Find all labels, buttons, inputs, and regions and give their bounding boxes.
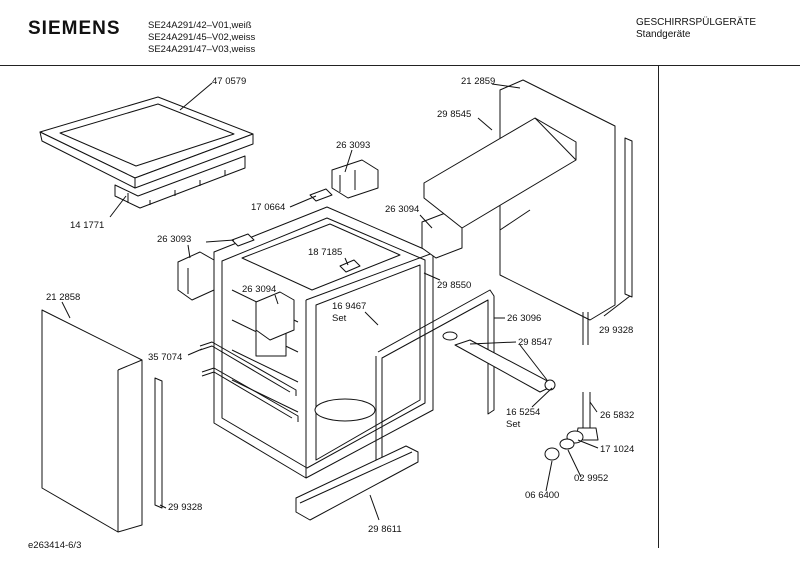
leader-line — [545, 460, 553, 492]
part-label: 02 9952 — [574, 473, 608, 484]
bracket-part — [177, 159, 379, 301]
model-line: SE24A291/42–V01,weiß — [148, 20, 252, 31]
category-title: GESCHIRRSPÜLGERÄTE — [636, 17, 757, 28]
part-label: 26 5832 — [600, 410, 634, 421]
drain-hose — [575, 312, 599, 441]
trim-strip — [624, 137, 633, 298]
part-label: 16 5254 — [506, 407, 540, 418]
worktop-part — [39, 96, 254, 209]
cap-part — [544, 447, 560, 461]
leader-line — [477, 117, 493, 131]
leader-line — [274, 294, 279, 305]
leader-line — [491, 83, 521, 89]
part-label: 26 3093 — [157, 234, 191, 245]
category-block: GESCHIRRSPÜLGERÄTE Standgeräte — [636, 17, 756, 41]
part-label: 26 3096 — [507, 313, 541, 324]
leader-line — [519, 344, 548, 381]
part-label: 29 8547 — [518, 337, 552, 348]
part-label: Set — [332, 313, 347, 324]
part-label: 26 3093 — [336, 140, 370, 151]
leader-line — [205, 239, 235, 243]
part-label: 29 9328 — [599, 325, 633, 336]
leader-line — [577, 439, 599, 449]
leader-line — [159, 504, 167, 509]
part-label: 06 6400 — [525, 490, 559, 501]
document-id: e263414-6/3 — [28, 540, 82, 551]
part-label: 29 8550 — [437, 280, 471, 291]
part-label: 35 7074 — [148, 352, 182, 363]
leader-line — [469, 341, 517, 345]
leader-line — [589, 401, 598, 413]
part-label: 26 3094 — [385, 204, 419, 215]
leader-line — [344, 149, 353, 173]
part-label: Set — [506, 419, 521, 430]
leader-line — [423, 272, 441, 281]
cap-part — [559, 438, 575, 450]
model-list: SE24A291/42–V01,weiß SE24A291/45–V02,wei… — [148, 20, 255, 56]
side-panel-right — [423, 79, 616, 321]
part-label: 14 1771 — [70, 220, 104, 231]
vertical-divider — [658, 66, 659, 548]
part-label: 17 1024 — [600, 444, 634, 455]
part-label: 47 0579 — [212, 76, 246, 87]
leader-line — [179, 82, 213, 111]
header-divider — [0, 65, 800, 66]
leader-line — [187, 348, 203, 356]
category-subtitle: Standgeräte — [636, 29, 691, 40]
model-line: SE24A291/47–V03,weiss — [148, 44, 256, 55]
part-label: 16 9467 — [332, 301, 366, 312]
leader-line — [109, 195, 127, 218]
leader-line — [567, 449, 582, 478]
part-label: 21 2858 — [46, 292, 80, 303]
part-label: 26 3094 — [242, 284, 276, 295]
part-label: 29 9328 — [168, 502, 202, 513]
part-label: 21 2859 — [461, 76, 495, 87]
leader-line — [369, 494, 380, 521]
leader-line — [289, 195, 317, 208]
leader-line — [603, 295, 631, 317]
clip-part — [309, 188, 333, 202]
bracket-part — [255, 291, 295, 341]
leader-line — [364, 311, 379, 326]
leader-line — [344, 257, 349, 266]
model-line: SE24A291/45–V02,weiss — [148, 32, 256, 43]
trim-strip — [154, 377, 163, 509]
side-panel-left — [41, 309, 143, 533]
leader-line — [61, 301, 71, 319]
leader-line — [531, 387, 553, 408]
spray-arm — [442, 331, 556, 393]
part-label: 29 8611 — [368, 524, 402, 535]
clip-part — [339, 259, 361, 273]
kick-plate — [295, 445, 419, 521]
leader-line — [187, 244, 191, 259]
clip-part — [231, 233, 255, 247]
leader-line — [419, 214, 433, 229]
brand-logo: SIEMENS — [28, 18, 121, 39]
rail-part — [199, 341, 299, 422]
part-label: 18 7185 — [308, 247, 342, 258]
part-label: 17 0664 — [251, 202, 285, 213]
part-label: 29 8545 — [437, 109, 471, 120]
